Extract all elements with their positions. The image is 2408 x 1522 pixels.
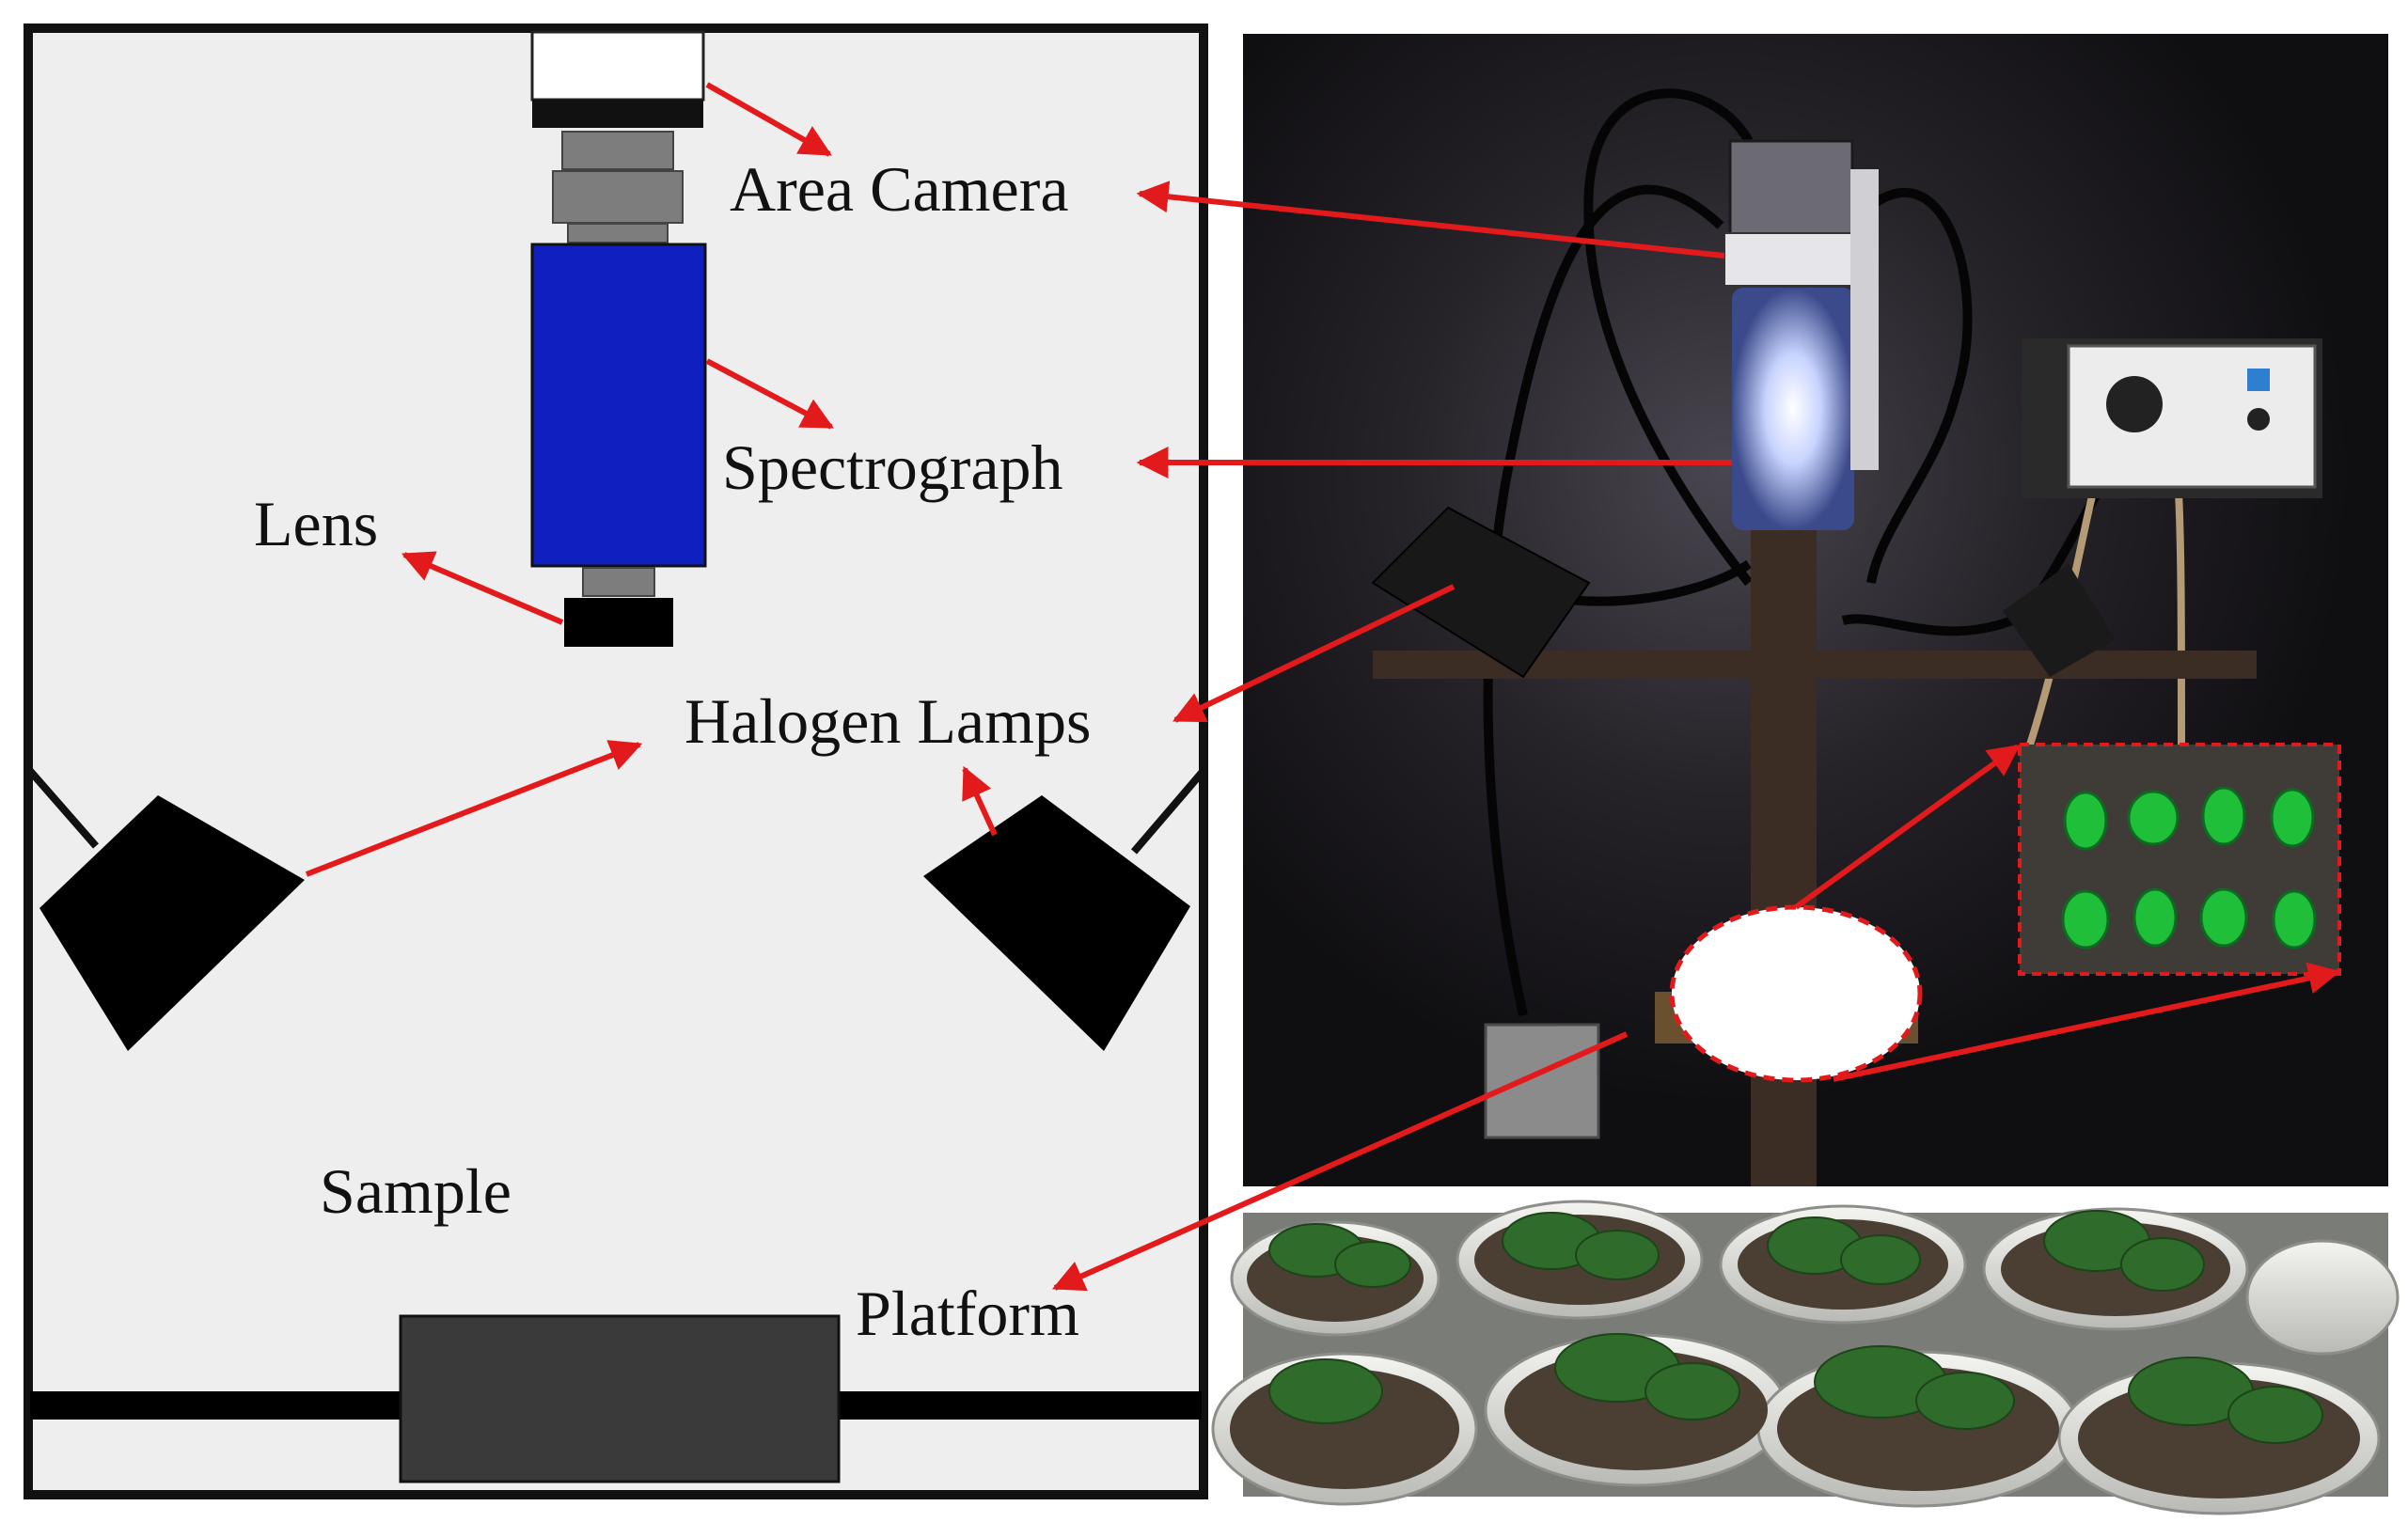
arrow-spectrograph-to-label	[705, 358, 835, 430]
right-lamp-cable	[1130, 770, 1205, 855]
cable-1	[1483, 184, 1724, 1017]
leaf	[1268, 1358, 1383, 1424]
leaf-sample	[2061, 889, 2110, 949]
camera-connector	[561, 131, 674, 170]
photo-lab-jack	[1484, 1023, 1600, 1139]
arrow-sample-to-inset-bottom	[1833, 962, 2341, 1082]
plant-photo-panel	[1211, 1200, 2400, 1515]
photo-spectrograph	[1732, 288, 1854, 530]
stand-post	[1751, 526, 1817, 1186]
leaf	[1334, 1241, 1411, 1288]
leaf	[2120, 1237, 2205, 1292]
leaf	[1840, 1234, 1921, 1285]
platform-block	[399, 1314, 841, 1483]
plant-pot	[2245, 1239, 2400, 1356]
schematic-panel: Area Camera Spectrograph Lens Halogen La…	[24, 24, 1208, 1499]
arrow-sample-to-inset-top	[1794, 744, 2021, 910]
plant-leaves	[1268, 1210, 2323, 1444]
lens-body	[564, 598, 673, 647]
label-area-camera: Area Camera	[730, 153, 1069, 225]
cable-2	[1583, 88, 1754, 587]
leaf	[1645, 1362, 1740, 1420]
photo-left-lamp	[1371, 506, 1591, 679]
leaf-sample	[2199, 887, 2248, 948]
label-sample: Sample	[320, 1155, 512, 1227]
leaf	[1575, 1230, 1660, 1280]
light-source-knob	[2247, 408, 2270, 431]
left-lamp-cable	[26, 768, 100, 849]
arrow-photo-platform-to-label	[1051, 1031, 1629, 1292]
lens-connector	[582, 567, 655, 597]
system-photo-panel	[1243, 34, 2388, 1186]
area-camera-body	[530, 30, 705, 102]
arrow-right-lamp-to-label	[962, 765, 998, 837]
light-source-face	[2067, 344, 2317, 489]
leaf	[2227, 1386, 2323, 1444]
left-halogen-lamp	[39, 795, 305, 1051]
leaf	[1915, 1372, 2015, 1430]
arrow-lens-to-label	[401, 551, 564, 625]
label-platform: Platform	[856, 1278, 1079, 1349]
schematic-arrows	[305, 82, 998, 877]
cable-3	[1839, 188, 1973, 584]
cross-panel-arrows	[1051, 180, 2341, 1292]
leaf-sample	[2201, 786, 2246, 846]
leaf-sample	[2133, 887, 2178, 948]
spectrograph-body	[530, 243, 707, 568]
area-camera-base	[532, 100, 703, 128]
label-spectrograph: Spectrograph	[722, 431, 1063, 503]
light-source-port	[2106, 376, 2163, 432]
leaf-sample	[2270, 788, 2315, 848]
leaf-samples	[2061, 786, 2317, 949]
photo-camera-mount	[1728, 139, 1854, 246]
camera-connector-2	[552, 170, 684, 224]
camera-connector-3	[567, 223, 669, 243]
right-halogen-lamp	[923, 795, 1190, 1051]
arrow-photo-lamp-to-label	[1172, 584, 1456, 723]
leaf-sample	[2063, 791, 2108, 851]
label-lens: Lens	[254, 488, 378, 559]
photo-sample-highlight	[1669, 904, 1923, 1083]
arrow-photo-camera-to-label	[1136, 180, 1725, 259]
photo-camera-label	[1723, 232, 1859, 287]
leaf-sample	[2127, 790, 2180, 846]
light-source-switch	[2247, 369, 2270, 391]
arrow-left-lamp-to-label	[305, 740, 643, 877]
photo-right-lamp	[2003, 564, 2116, 677]
leaf-sample	[2272, 889, 2317, 949]
photo-spectrograph-clamp	[1850, 169, 1879, 470]
arrow-camera-to-label	[705, 82, 832, 157]
label-halogen-lamps: Halogen Lamps	[685, 685, 1091, 757]
